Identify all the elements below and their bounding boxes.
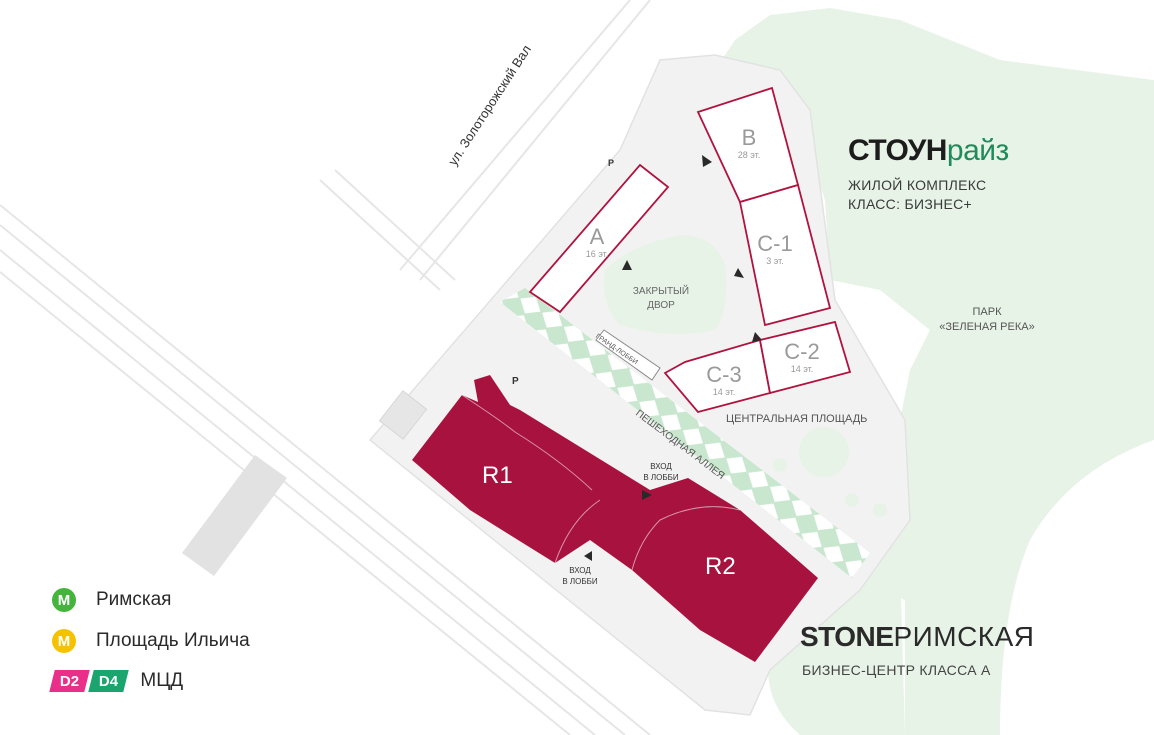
- legend-metro-ilyicha: M Площадь Ильича: [52, 629, 250, 653]
- arrow-icon: [702, 155, 712, 167]
- arrow-icon: [752, 332, 762, 342]
- stone-rise-subtitle: ЖИЛОЙ КОМПЛЕКС КЛАСС: БИЗНЕС+: [848, 176, 986, 214]
- small-structure: [378, 390, 428, 440]
- plaza-dot-2: [845, 493, 859, 507]
- park-lower: [1000, 440, 1154, 735]
- park-label-line2: «ЗЕЛЕНАЯ РЕКА»: [939, 321, 1035, 333]
- park-label-line1: ПАРК: [972, 306, 1002, 318]
- stone-rimskaya-subtitle: БИЗНЕС-ЦЕНТР КЛАССА А: [802, 662, 991, 678]
- arrow-icon: [622, 260, 632, 270]
- courtyard-label-line2: ДВОР: [647, 300, 675, 311]
- building-r2-name: R2: [705, 553, 736, 580]
- stone-rimskaya-logo-part2: РИМСКАЯ: [893, 621, 1035, 652]
- metro-icon: M: [52, 629, 76, 653]
- stone-rise-subtitle-line1: ЖИЛОЙ КОМПЛЕКС: [848, 177, 987, 193]
- roads: [0, 0, 651, 735]
- building-b-floors: 28 эт.: [737, 150, 761, 160]
- building-a-name: A: [589, 224, 605, 249]
- entrance-label-2-line2: В ЛОББИ: [562, 577, 598, 586]
- mcd-d2-label: D2: [60, 672, 80, 690]
- stone-rise-logo: СТОУНрайз: [848, 134, 1009, 168]
- mcd-d4-label: D4: [99, 672, 119, 690]
- building-b-name: B: [741, 125, 757, 150]
- r-divider-1: [461, 394, 741, 571]
- building-c1-name: C-1: [757, 231, 793, 256]
- courtyard-label: ЗАКРЫТЫЙ ДВОР: [630, 285, 692, 313]
- arrow-icon: [734, 268, 744, 278]
- building-c2-floors: 14 эт.: [790, 364, 814, 374]
- legend-metro-rimskaya: M Римская: [52, 588, 171, 612]
- stone-rise-logo-part2: райз: [946, 134, 1009, 167]
- building-a-floors: 16 эт.: [585, 249, 609, 259]
- building-c3-floors: 14 эт.: [712, 387, 736, 397]
- plaza-dot-3: [873, 503, 887, 517]
- park-label: ПАРК «ЗЕЛЕНАЯ РЕКА»: [922, 305, 1052, 335]
- mcd-d2-icon: D2: [49, 670, 90, 692]
- building-a: [528, 163, 670, 314]
- mcd-d4-icon: D4: [88, 670, 130, 692]
- building-c2-name: C-2: [784, 339, 820, 364]
- stone-rise-logo-part1: СТОУН: [848, 134, 947, 167]
- building-r1-r2: [412, 375, 818, 662]
- central-square-label: ЦЕНТРАЛЬНАЯ ПЛОЩАДЬ: [726, 413, 868, 425]
- building-c3-label: C-3 14 эт.: [694, 362, 754, 398]
- legend-mcd-label: МЦД: [140, 670, 184, 691]
- pedestrian-alley: [500, 288, 870, 578]
- building-c1: [738, 183, 832, 327]
- parking-lot-shape: [182, 455, 287, 576]
- legend-mcd: D2 D4 МЦД: [49, 670, 184, 692]
- arrow-icon: [642, 490, 652, 500]
- direction-arrows: [584, 155, 762, 561]
- building-c1-label: C-1 3 эт.: [745, 231, 805, 267]
- entrance-label-1-line2: В ЛОББИ: [643, 473, 679, 482]
- stone-rimskaya-logo: STONEРИМСКАЯ: [800, 620, 1035, 654]
- building-r1-name: R1: [482, 462, 513, 489]
- entrance-label-2-line1: ВХОД: [569, 566, 591, 575]
- legend-metro-rimskaya-label: Римская: [96, 589, 172, 610]
- parking-icon-2: P: [512, 376, 519, 387]
- stone-rimskaya-logo-part1: STONE: [800, 621, 894, 652]
- park-edge: [768, 560, 905, 735]
- building-c2: [758, 320, 852, 395]
- courtyard: [604, 235, 727, 334]
- courtyard-label-line1: ЗАКРЫТЫЙ: [632, 286, 690, 297]
- entrance-label-1-line1: ВХОД: [650, 462, 672, 471]
- building-a-label: A 16 эт.: [572, 224, 622, 260]
- parking-icon-1: P: [608, 158, 615, 168]
- stone-rise-subtitle-line2: КЛАСС: БИЗНЕС+: [848, 196, 973, 212]
- entrance-label-1: ВХОД В ЛОББИ: [636, 461, 686, 483]
- plaza-dot-1: [773, 458, 787, 472]
- metro-icon: M: [52, 588, 76, 612]
- legend-metro-ilyicha-label: Площадь Ильича: [96, 630, 250, 651]
- building-b-label: B 28 эт.: [724, 125, 774, 161]
- plaza-circle: [799, 427, 849, 477]
- building-c2-label: C-2 14 эт.: [772, 339, 832, 375]
- building-c1-floors: 3 эт.: [766, 256, 784, 266]
- grand-lobby-box: [595, 329, 661, 381]
- building-c3-name: C-3: [706, 362, 742, 387]
- arrow-icon: [584, 551, 592, 561]
- entrance-label-2: ВХОД В ЛОББИ: [555, 565, 605, 587]
